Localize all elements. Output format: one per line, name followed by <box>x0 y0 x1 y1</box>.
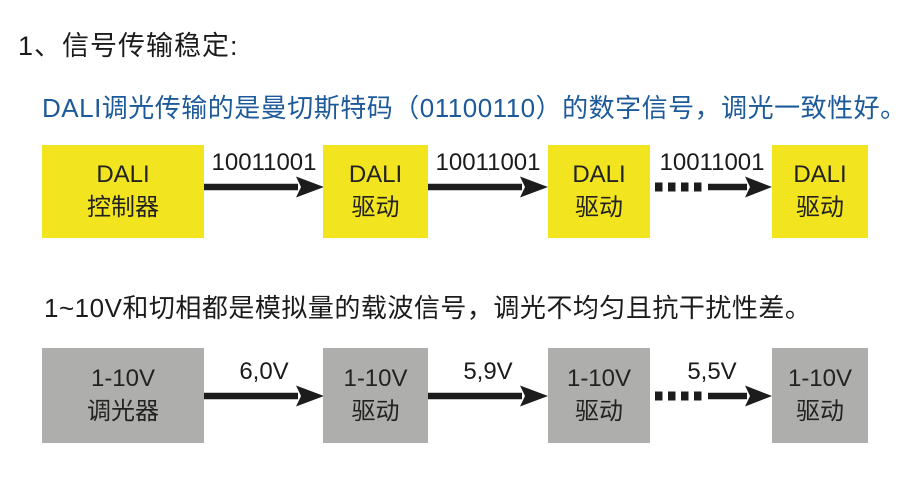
node-label-line1: 1-10V <box>343 365 408 392</box>
node-label-line2: 驱动 <box>575 398 623 425</box>
analog-arrow-2: 5,9V <box>428 359 548 407</box>
analog-dimmer-node: 1-10V 调光器 <box>42 348 204 443</box>
analog-arrow-1: 6,0V <box>204 359 324 407</box>
node-label-line2: 控制器 <box>87 194 159 221</box>
dali-arrow-2-label: 10011001 <box>435 149 541 176</box>
analog-arrow-2-label: 5,9V <box>463 358 513 385</box>
dashed-arrow-icon <box>655 176 772 198</box>
node-label-line1: 1-10V <box>787 365 853 392</box>
analog-description: 1~10V和切相都是模拟量的载波信号，调光不均匀且抗干扰性差。 <box>44 293 812 323</box>
analog-arrow-3-label: 5,5V <box>687 358 737 385</box>
solid-arrow-icon <box>204 176 324 198</box>
dali-controller-node: DALI 控制器 <box>42 145 204 238</box>
node-label-line2: 调光器 <box>87 398 159 425</box>
analog-arrow-3: 5,5V <box>652 359 772 407</box>
dashed-arrow-icon <box>655 385 772 407</box>
dali-driver-node-1: DALI 驱动 <box>323 145 428 238</box>
dali-driver-node-2: DALI 驱动 <box>548 145 650 238</box>
page-title: 1、信号传输稳定: <box>18 31 239 61</box>
node-label-line1: DALI <box>793 161 847 188</box>
dali-arrow-1: 10011001 <box>204 150 324 198</box>
dali-driver-node-3: DALI 驱动 <box>772 145 868 238</box>
dali-description: DALI调光传输的是曼切斯特码（01100110）的数字信号，调光一致性好。 <box>42 93 900 123</box>
node-label-line2: 驱动 <box>351 194 400 221</box>
analog-driver-node-3: 1-10V 驱动 <box>772 348 868 443</box>
node-label-line1: DALI <box>572 161 626 188</box>
node-label-line1: 1-10V <box>566 365 632 392</box>
node-label-line1: DALI <box>96 161 150 188</box>
solid-arrow-icon <box>428 176 548 198</box>
analog-driver-node-2: 1-10V 驱动 <box>548 348 650 443</box>
node-label-line1: 1-10V <box>90 365 156 392</box>
analog-driver-node-1: 1-10V 驱动 <box>323 348 428 443</box>
dali-arrow-3-label: 10011001 <box>659 149 765 176</box>
dali-arrow-2: 10011001 <box>428 150 548 198</box>
node-label-line1: DALI <box>348 161 403 188</box>
dali-arrow-3: 10011001 <box>652 150 772 198</box>
solid-arrow-icon <box>428 385 548 407</box>
analog-arrow-1-label: 6,0V <box>239 358 289 385</box>
node-label-line2: 驱动 <box>796 194 844 221</box>
node-label-line2: 驱动 <box>796 398 844 425</box>
node-label-line2: 驱动 <box>575 194 623 221</box>
node-label-line2: 驱动 <box>351 398 400 425</box>
solid-arrow-icon <box>204 385 324 407</box>
dali-arrow-1-label: 10011001 <box>211 149 317 176</box>
